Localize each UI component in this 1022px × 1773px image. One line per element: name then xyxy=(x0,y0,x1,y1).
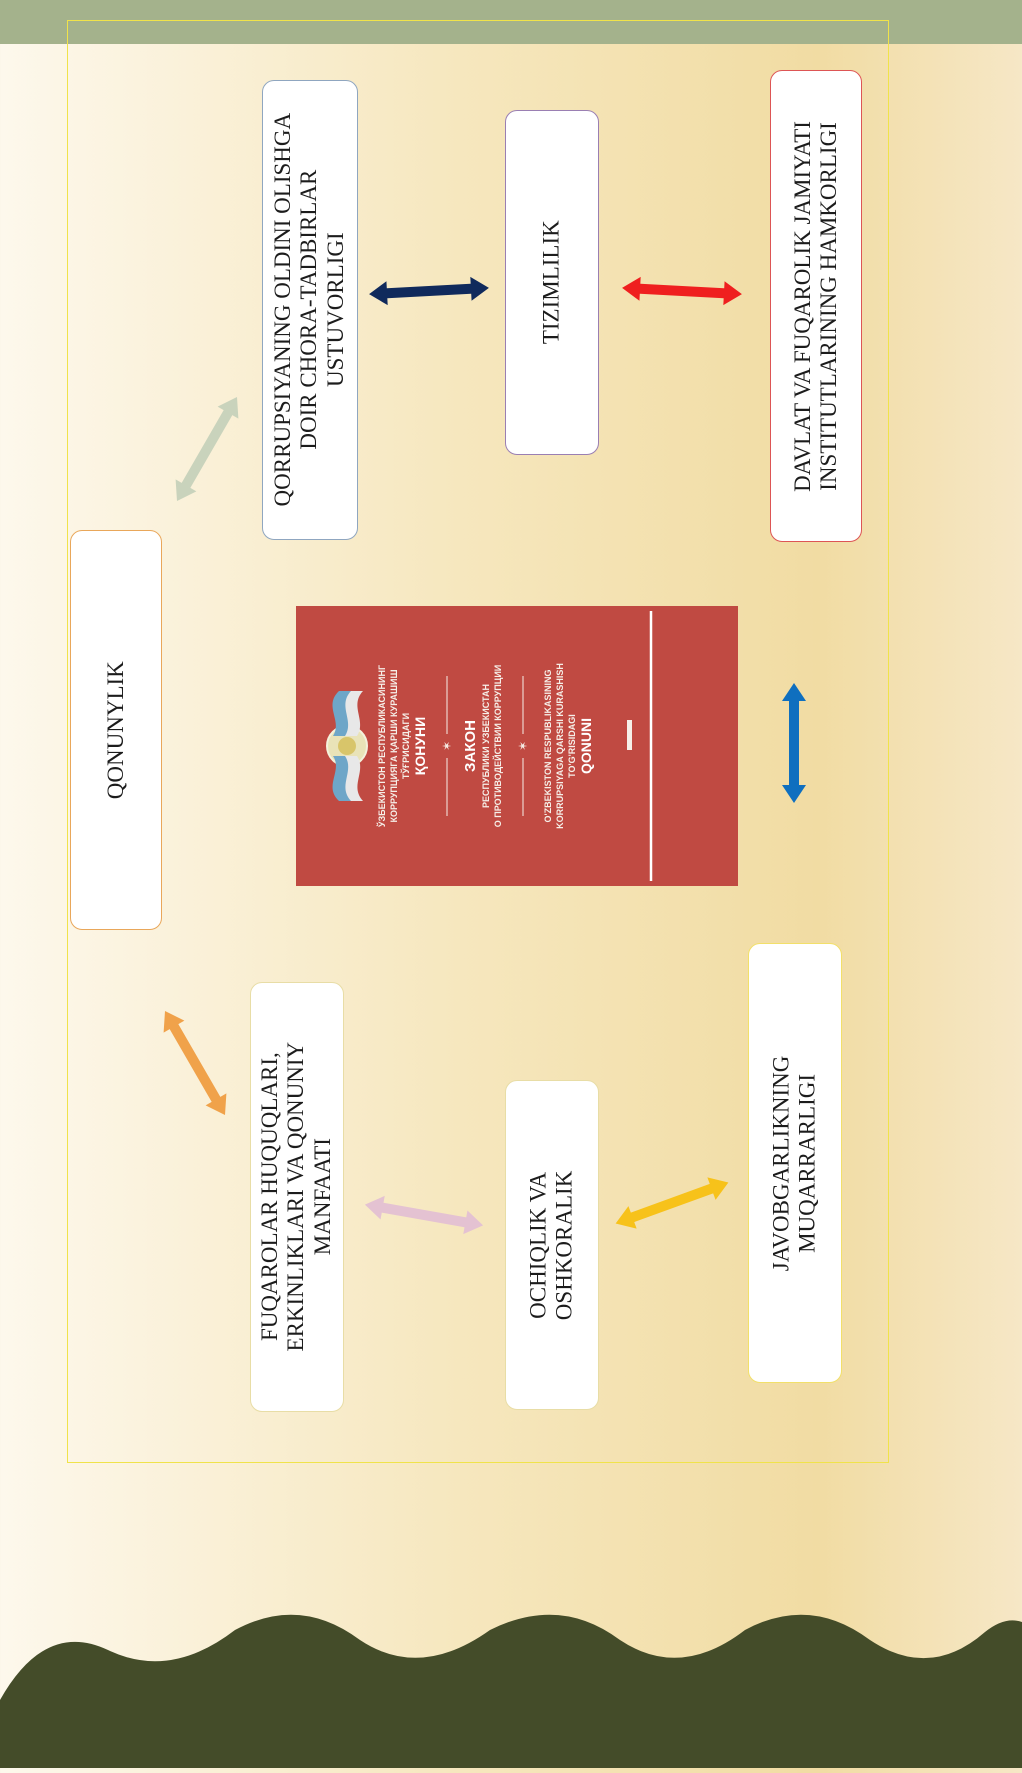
node-label: OCHIQLIK VA OSHKORALIK xyxy=(525,1170,577,1320)
diagram-frame xyxy=(67,20,889,1463)
node-javobgarlik: JAVOBGARLIKNING MUQARRARLIGI xyxy=(748,943,842,1383)
cover-line: TO'G'RISIDAGI xyxy=(567,714,577,778)
publisher-mark-icon xyxy=(627,720,632,750)
cover-line: O'ZBEKISTON RESPUBLIKASINING xyxy=(543,670,553,823)
arrow-qorrupsiya-tizimlilik xyxy=(368,276,489,306)
node-label: QORRUPSIYANING OLDINI OLISHGA DOIR CHORA… xyxy=(270,113,349,507)
arrow-tizimlilik-davlat xyxy=(621,276,742,306)
cover-title: QONUNI xyxy=(578,718,594,774)
cover-line: РЕСПУБЛИКИ УЗБЕКИСТАН xyxy=(481,684,491,808)
node-fuqarolar: FUQAROLAR HUQUQLARI, ERKINLIKLARI VA QON… xyxy=(250,982,344,1412)
cover-line: ЎЗБЕКИСТОН РЕСПУБЛИКАСИНИНГ xyxy=(376,665,387,828)
node-davlat: DAVLAT VA FUQAROLIK JAMIYATI INSTITUTLAR… xyxy=(770,70,862,542)
book-cover-background xyxy=(296,606,738,886)
cover-title: ЗАКОН xyxy=(462,720,479,772)
wavy-ground xyxy=(0,1600,1022,1768)
node-label: FUQAROLAR HUQUQLARI, ERKINLIKLARI VA QON… xyxy=(257,1042,336,1352)
cover-title: ҚОНУНИ xyxy=(412,717,428,775)
book-cover-svg: ЎЗБЕКИСТОН РЕСПУБЛИКАСИНИНГ КОРРУПЦИЯГА … xyxy=(296,606,738,886)
emblem-icon xyxy=(326,691,368,801)
star-icon: ✶ xyxy=(516,741,530,751)
arrow-fuqarolar-ochiqlik xyxy=(363,1193,485,1237)
node-label: QONUNYLIK xyxy=(102,661,128,799)
cover-line: ТЎҒРИСИДАГИ xyxy=(400,713,411,779)
arrow-ochiqlik-javobgarlik xyxy=(612,1171,733,1235)
arrow-book-davlat xyxy=(782,683,806,803)
star-icon: ✶ xyxy=(440,741,454,751)
node-qorrupsiya: QORRUPSIYANING OLDINI OLISHGA DOIR CHORA… xyxy=(262,80,358,540)
cover-line: О ПРОТИВОДЕЙСТВИИ КОРРУПЦИИ xyxy=(492,665,503,828)
cover-line: KORRUPSIYAGA QARSHI KURASHISH xyxy=(555,663,565,829)
node-label: TIZIMLILIK xyxy=(538,220,564,345)
top-band xyxy=(0,0,1022,44)
node-label: DAVLAT VA FUQAROLIK JAMIYATI INSTITUTLAR… xyxy=(789,120,842,492)
node-tizimlilik: TIZIMLILIK xyxy=(505,110,599,455)
arrow-qonunylik-fuqarolar xyxy=(155,1005,236,1121)
node-ochiqlik: OCHIQLIK VA OSHKORALIK xyxy=(505,1080,599,1410)
arrow-qonunylik-qorrupsiya xyxy=(167,391,248,507)
cover-line: КОРРУПЦИЯГА ҚАРШИ КУРАШИШ xyxy=(389,669,399,822)
node-qonunylik: QONUNYLIK xyxy=(70,530,162,930)
node-label: JAVOBGARLIKNING MUQARRARLIGI xyxy=(768,1055,820,1271)
book-cover-content: ЎЗБЕКИСТОН РЕСПУБЛИКАСИНИНГ КОРРУПЦИЯГА … xyxy=(326,611,653,881)
law-book-cover-icon: ЎЗБЕКИСТОН РЕСПУБЛИКАСИНИНГ КОРРУПЦИЯГА … xyxy=(296,606,738,886)
